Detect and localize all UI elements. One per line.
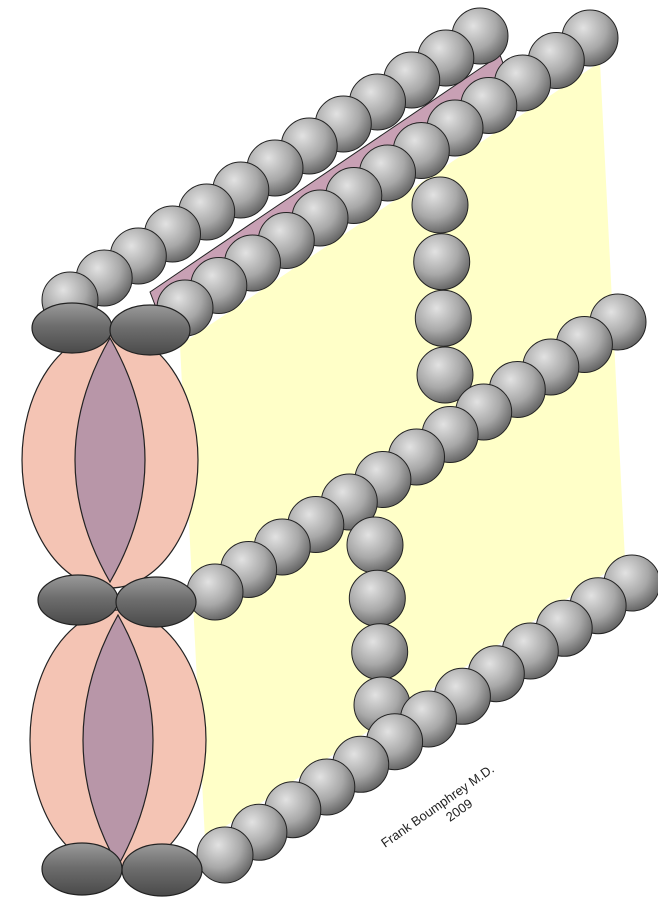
sphere-bead [414,234,470,290]
credit-author: Frank Boumphrey M.D. [378,761,497,850]
cell-segment-lower [30,610,206,870]
sphere-bead [412,177,468,233]
sphere-bead [347,517,403,573]
sphere-bead [415,290,471,346]
sphere-bead [197,827,253,883]
credit-label: Frank Boumphrey M.D. 2009 [378,761,506,863]
sphere-bead [352,624,408,680]
sphere-bead [187,564,243,620]
cell-segment-upper [22,332,198,588]
sphere-bead [349,570,405,626]
